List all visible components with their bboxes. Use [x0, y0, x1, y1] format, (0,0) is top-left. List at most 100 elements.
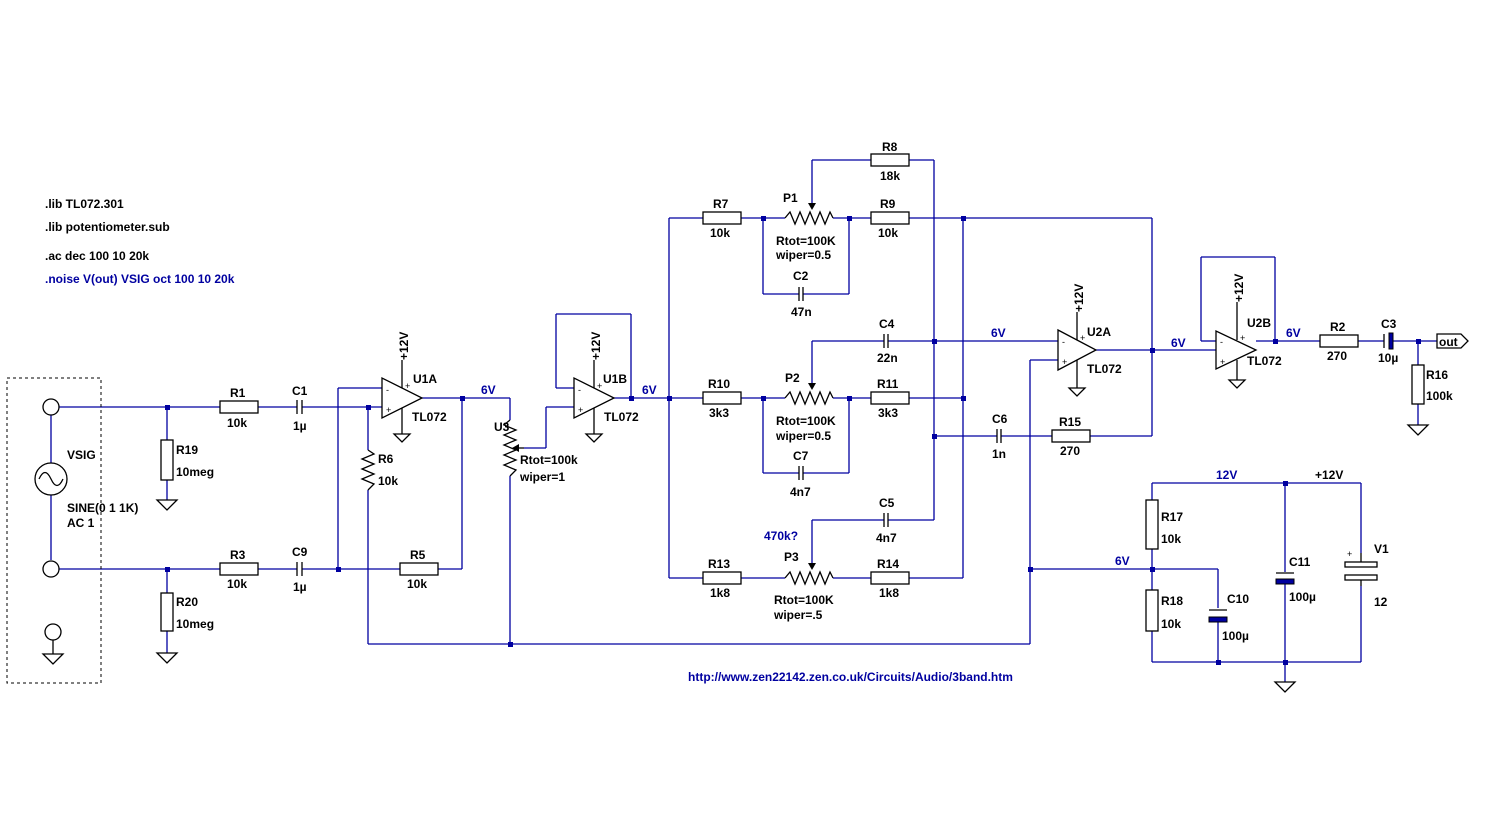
pin-minus: - — [386, 385, 389, 395]
p2-wiper-arrow — [808, 383, 816, 390]
p1-rtot: Rtot=100K — [776, 234, 836, 248]
resistor-r20 — [160, 592, 174, 632]
potentiometer-p2 — [784, 390, 834, 406]
out-label: out — [1439, 335, 1458, 349]
r11-label: R11 — [877, 377, 899, 391]
source-vsig: VSIG SINE(0 1 1K) AC 1 — [6, 377, 138, 684]
c9-label: C9 — [292, 545, 308, 559]
pin-plus: + — [578, 405, 583, 415]
c6-value: 1n — [992, 447, 1006, 461]
potentiometer-p1 — [784, 210, 834, 226]
p3-rtot: Rtot=100K — [774, 593, 834, 607]
c11-label: C11 — [1289, 555, 1311, 569]
resistor-r10 — [702, 391, 742, 405]
resistor-r3 — [219, 562, 259, 576]
r8-value: 18k — [880, 169, 900, 183]
net-labels: 6V 6V 6V 6V 6V 6V 12V +12V — [481, 326, 1343, 568]
resistors: R1 10k R3 10k R5 10k R7 10k R8 18k R9 10… — [160, 140, 1453, 632]
net-plus12v-label: +12V — [1315, 468, 1343, 482]
ground-icon — [584, 433, 604, 443]
u1b-label: U1B — [603, 372, 627, 386]
c7-value: 4n7 — [790, 485, 811, 499]
v1-value: 12 — [1374, 595, 1388, 609]
r17-label: R17 — [1161, 510, 1183, 524]
resistor-r16 — [1411, 364, 1425, 405]
r16-value: 100k — [1426, 389, 1453, 403]
opamp-u1a: + - + +12V U1A TL072 — [381, 332, 447, 443]
pin-minus: - — [578, 385, 581, 395]
junctions — [165, 216, 1421, 665]
resistor-r11 — [870, 391, 910, 405]
r8-label: R8 — [882, 140, 898, 154]
r18-label: R18 — [1161, 594, 1183, 608]
r9-label: R9 — [880, 197, 896, 211]
r1-label: R1 — [230, 386, 246, 400]
c4-value: 22n — [877, 351, 898, 365]
supply-label: +12V — [1232, 274, 1246, 302]
r19-value: 10meg — [176, 465, 214, 479]
r2-value: 270 — [1327, 349, 1347, 363]
c1-value: 1µ — [293, 419, 307, 433]
ground-icon — [1273, 681, 1297, 693]
supply-label: +12V — [589, 332, 603, 360]
resistor-r8 — [870, 153, 910, 167]
resistor-r1 — [219, 400, 259, 414]
output-port: out — [1436, 333, 1469, 349]
r15-label: R15 — [1059, 415, 1081, 429]
resistor-r5 — [399, 562, 439, 576]
battery-v1: + V1 12 — [1344, 542, 1389, 609]
net-6v-label: 6V — [642, 383, 657, 397]
r16-label: R16 — [1426, 368, 1448, 382]
opamp-u1b: + - + +12V U1B TL072 — [573, 332, 639, 443]
net-6v-label: 6V — [481, 383, 496, 397]
r7-label: R7 — [713, 197, 729, 211]
r13-label: R13 — [708, 557, 730, 571]
r10-value: 3k3 — [709, 406, 729, 420]
p1-wiper: wiper=0.5 — [775, 248, 831, 262]
opamp-u2a: + - + +12V U2A TL072 — [1057, 284, 1122, 397]
u3-rtot: Rtot=100k — [520, 453, 578, 467]
p3-wiper-arrow — [808, 563, 816, 570]
resistor-r9 — [870, 211, 910, 225]
pin-plus: + — [386, 405, 391, 415]
r3-label: R3 — [230, 548, 246, 562]
r9-value: 10k — [878, 226, 898, 240]
u1a-model: TL072 — [412, 410, 447, 424]
p1-label: P1 — [783, 191, 798, 205]
vsig-ac: AC 1 — [67, 516, 95, 530]
supply-label: +12V — [1072, 284, 1086, 312]
r6-value: 10k — [378, 474, 398, 488]
p2-wiper: wiper=0.5 — [775, 429, 831, 443]
u2b-model: TL072 — [1247, 354, 1282, 368]
p2-rtot: Rtot=100K — [776, 414, 836, 428]
vsig-value: SINE(0 1 1K) — [67, 501, 138, 515]
r19-label: R19 — [176, 443, 198, 457]
ground-icon — [1067, 387, 1087, 397]
r20-value: 10meg — [176, 617, 214, 631]
u3-label: U3 — [494, 420, 510, 434]
resistor-r6 — [360, 449, 376, 491]
r14-label: R14 — [877, 557, 899, 571]
supply-label: +12V — [397, 332, 411, 360]
ground-icon — [392, 433, 412, 443]
pin-plus: + — [1220, 357, 1225, 367]
p3-wiper: wiper=.5 — [773, 608, 823, 622]
ground-icon — [1406, 424, 1430, 436]
r11-value: 3k3 — [878, 406, 898, 420]
ground-icon — [155, 499, 179, 511]
spice-directives: .lib TL072.301 .lib potentiometer.sub .a… — [45, 197, 1013, 684]
r17-value: 10k — [1161, 532, 1181, 546]
c9-value: 1µ — [293, 580, 307, 594]
terminal-gnd — [44, 623, 62, 641]
u1a-label: U1A — [413, 372, 437, 386]
directive-lib-tl072: .lib TL072.301 — [45, 197, 124, 211]
c10-value: 100µ — [1222, 629, 1249, 643]
c5-label: C5 — [879, 496, 895, 510]
note-470k: 470k? — [764, 529, 798, 543]
r18-value: 10k — [1161, 617, 1181, 631]
resistor-r15 — [1051, 429, 1091, 443]
net-6v-label: 6V — [1286, 326, 1301, 340]
opamp-u2b: + - + +12V U2B TL072 — [1215, 274, 1282, 389]
r6-label: R6 — [378, 452, 394, 466]
